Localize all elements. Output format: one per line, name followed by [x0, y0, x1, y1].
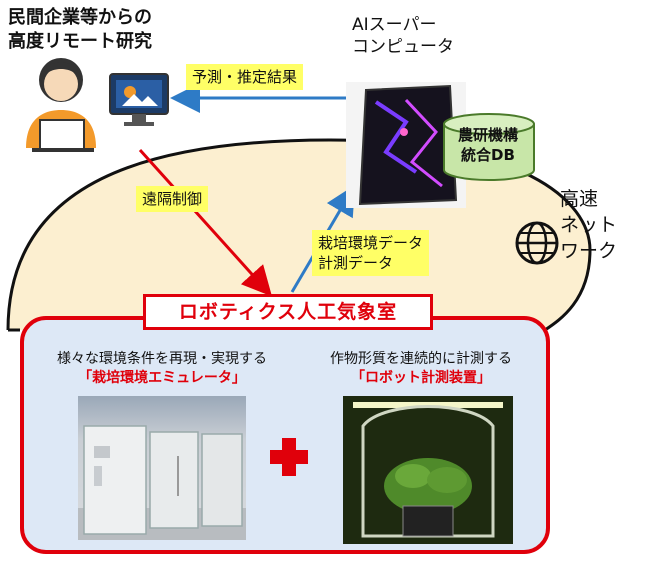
measurement-device-name: 「ロボット計測装置」 [351, 370, 491, 386]
emulator-photo-drawing [78, 425, 246, 540]
robot-measurement-photo [343, 396, 513, 544]
database-icon [443, 113, 535, 181]
plus-icon [270, 438, 308, 476]
measurement-device-description: 作物形質を連続的に計測する [330, 351, 512, 367]
database-label: 農研機構 統合DB [457, 126, 518, 164]
measurement-device-caption: 作物形質を連続的に計測する 「ロボット計測装置」 [296, 350, 546, 388]
emulator-photo [78, 396, 246, 540]
page-title: 民間企業等からの 高度リモート研究 [8, 7, 152, 52]
emulator-caption: 様々な環境条件を再現・実現する 「栽培環境エミュレータ」 [32, 350, 292, 388]
network-label: 高速 ネット ワーク [560, 188, 618, 262]
robot-measurement-photo-drawing [343, 396, 513, 544]
person-icon [26, 58, 96, 152]
remote-control-label: 遠隔制御 [136, 186, 209, 212]
globe-icon [515, 221, 559, 265]
monitor-icon [109, 73, 169, 126]
arrow-remote-control [138, 148, 273, 297]
robotics-lab-title: ロボティクス人工気象室 [143, 294, 433, 330]
emulator-description: 様々な環境条件を再現・実現する [57, 351, 267, 367]
emulator-name: 「栽培環境エミュレータ」 [78, 370, 246, 386]
supercomputer-label: AIスーパー コンピュータ [352, 15, 454, 57]
supercomputer-image [346, 82, 466, 208]
measurement-label: 栽培環境データ 計測データ [312, 230, 430, 276]
prediction-label: 予測・推定結果 [186, 64, 304, 90]
